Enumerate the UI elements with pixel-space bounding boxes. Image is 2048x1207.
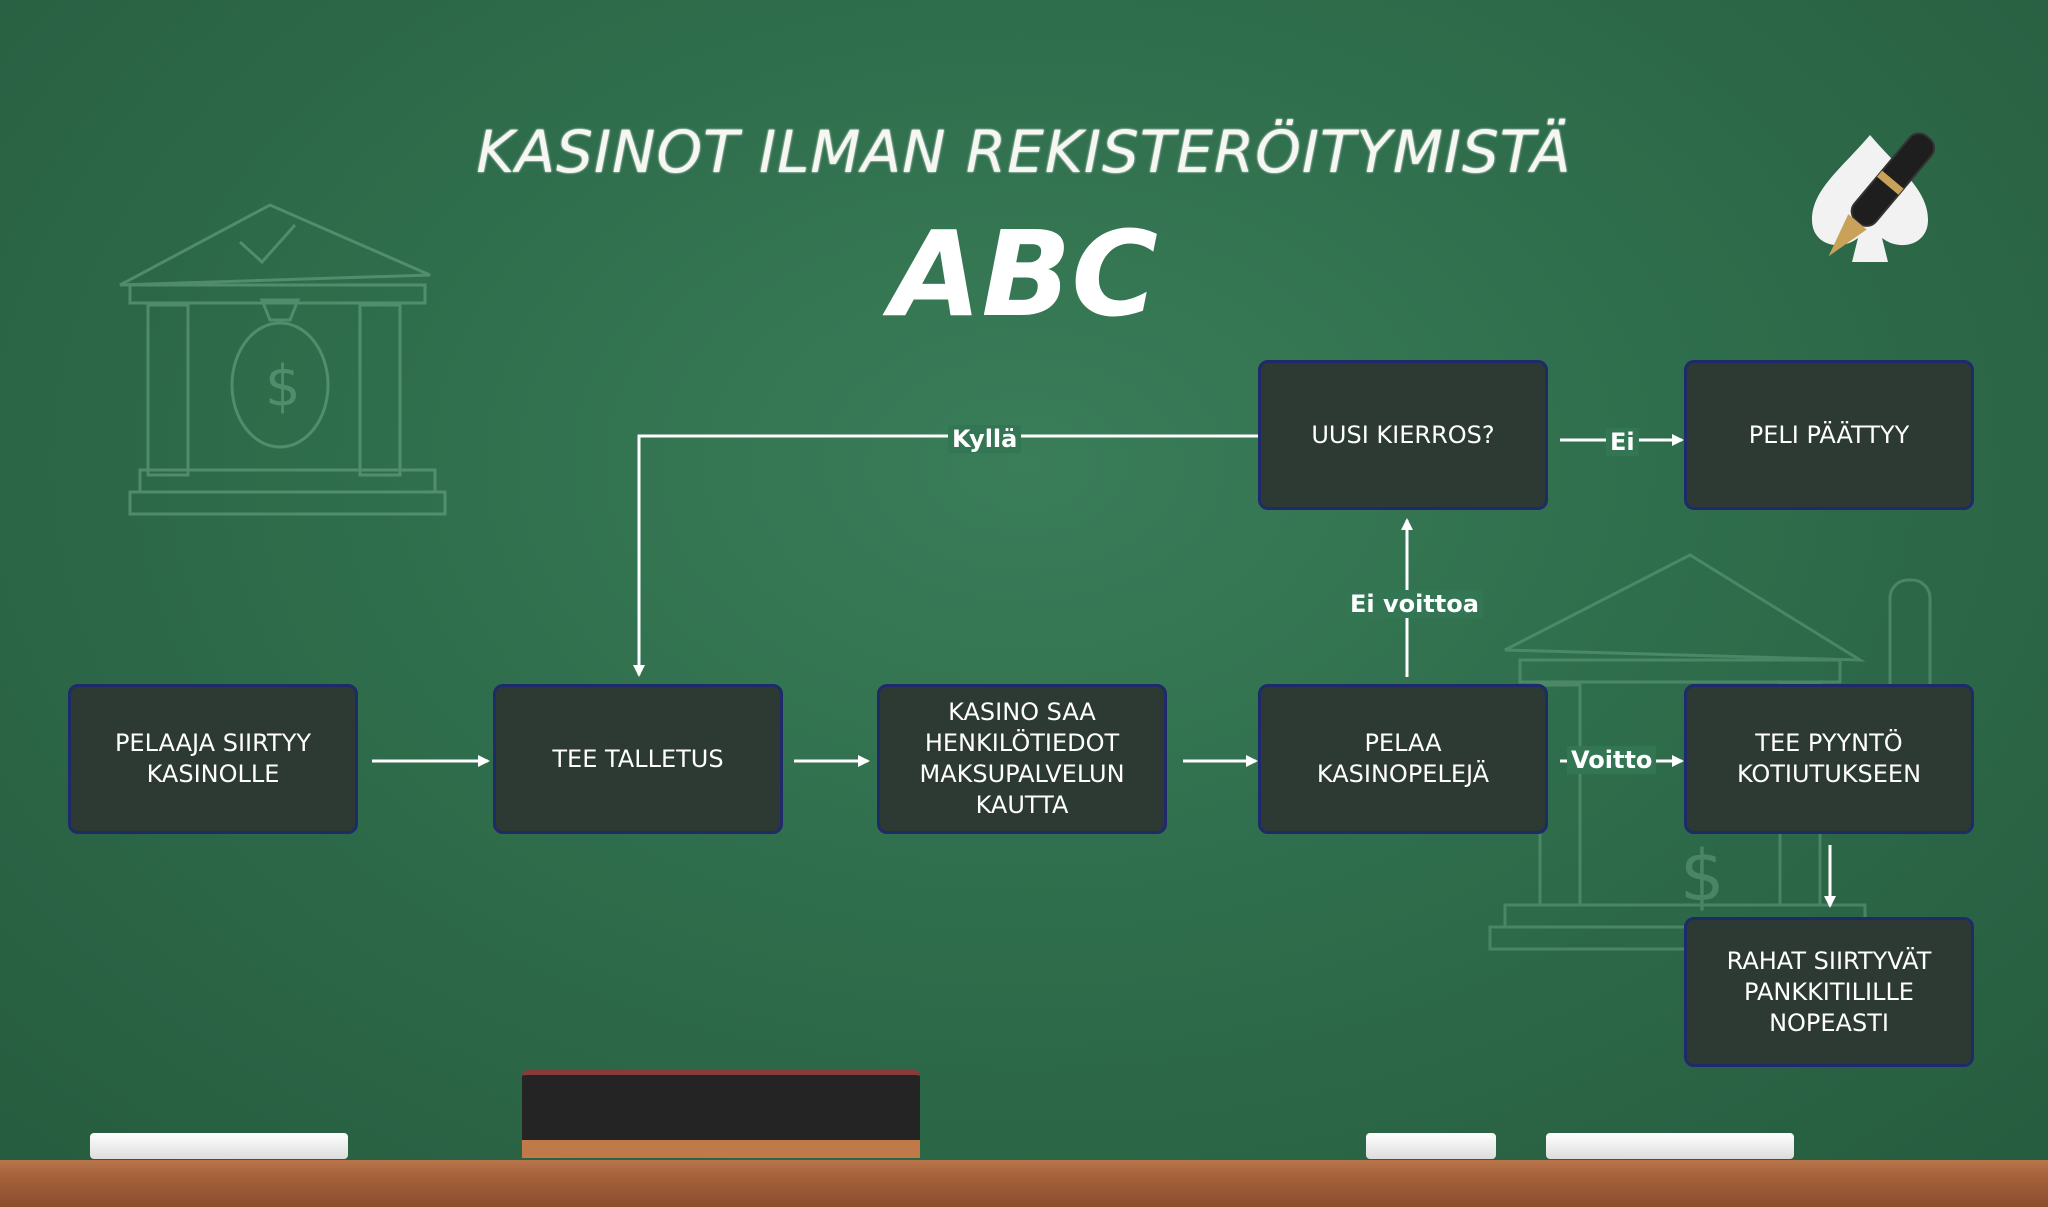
- chalk-ledge: [0, 1160, 2048, 1207]
- edge-label-win: Voitto: [1567, 746, 1657, 774]
- eraser-felt: [522, 1070, 920, 1140]
- chalkboard-eraser: [522, 1070, 920, 1158]
- page-title: KASINOT ILMAN REKISTERÖITYMISTÄ: [476, 118, 1572, 186]
- chalk-stick: [90, 1133, 348, 1159]
- pen-spade-icon: [1812, 132, 1936, 262]
- edge-label-no: Ei: [1606, 428, 1639, 456]
- edge-label-no-win: Ei voittoa: [1346, 590, 1483, 618]
- bank-sketch-icon: $: [119, 203, 447, 516]
- node-start: PELAAJA SIIRTYY KASINOLLE: [68, 684, 358, 834]
- arrow-new-round-to-deposit: [633, 434, 1258, 677]
- edge-label-yes: Kyllä: [948, 425, 1022, 453]
- svg-text:$: $: [1680, 835, 1725, 917]
- node-play: PELAA KASINOPELEJÄ: [1258, 684, 1548, 834]
- eraser-wood: [522, 1140, 920, 1158]
- node-deposit: TEE TALLETUS: [493, 684, 783, 834]
- node-withdraw: TEE PYYNTÖ KOTIUTUKSEEN: [1684, 684, 1974, 834]
- abc-logo: ABC: [890, 205, 1158, 343]
- node-kyc: KASINO SAA HENKILÖTIEDOT MAKSUPALVELUN K…: [877, 684, 1167, 834]
- chalk-stick: [1546, 1133, 1794, 1159]
- node-new-round: UUSI KIERROS?: [1258, 360, 1548, 510]
- node-money: RAHAT SIIRTYVÄT PANKKITILILLE NOPEASTI: [1684, 917, 1974, 1067]
- svg-text:$: $: [265, 354, 301, 419]
- node-end: PELI PÄÄTTYY: [1684, 360, 1974, 510]
- chalk-stick: [1366, 1133, 1496, 1159]
